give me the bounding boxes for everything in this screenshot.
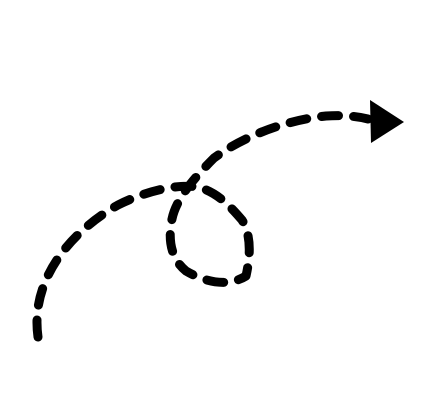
arrowhead [370,100,404,143]
dashed-arrow-path [32,111,373,342]
